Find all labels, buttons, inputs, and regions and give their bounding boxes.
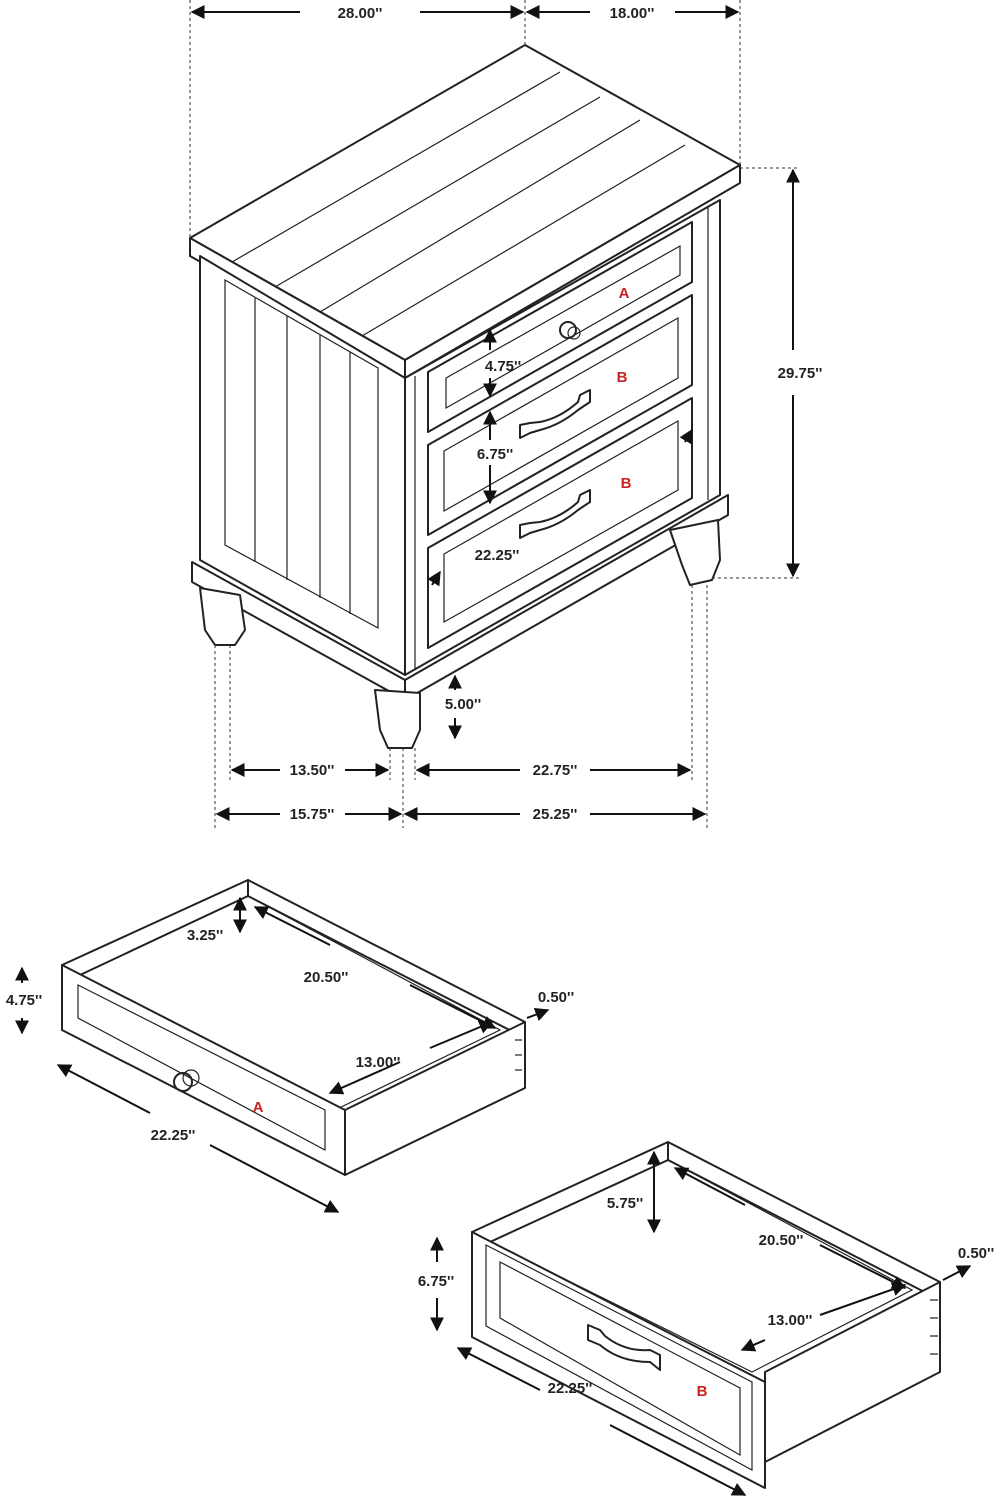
- label-drawer-front-width: 22.25'': [475, 547, 520, 564]
- label-front-inner: 22.75'': [533, 762, 578, 779]
- label-side-inner: 13.50'': [290, 762, 335, 779]
- letter-b-lower-on-nightstand: B: [621, 475, 632, 492]
- label-overall-depth: 18.00'': [610, 5, 655, 22]
- label-drawer-a-front-width: 22.25'': [151, 1127, 196, 1144]
- leg-front: [374, 689, 421, 749]
- label-drawer-a-interior-width: 13.00'': [356, 1054, 401, 1071]
- side-grooves: [254, 298, 351, 614]
- label-drawer-b-front-height: 6.75'': [418, 1273, 454, 1290]
- drawer-a-detail-knob-icon: [173, 1072, 193, 1092]
- label-overall-width: 28.00'': [338, 5, 383, 22]
- nightstand-labels: 28.00'' 18.00'' 29.75'' 4.75'' 6.75'' 22…: [290, 5, 823, 823]
- letter-b-upper-on-nightstand: B: [617, 369, 628, 386]
- drawer-a-dovetails: [515, 1039, 522, 1071]
- drawer-b-box-left: [471, 1141, 669, 1243]
- leg-left: [199, 587, 246, 646]
- drawer-b-upper-handle-icon: [519, 389, 591, 439]
- label-drawer-b-front-width: 22.25'': [548, 1380, 593, 1397]
- drawer-a-knob-icon: [559, 321, 577, 339]
- drawer-b-detail-handle-icon: [587, 1324, 661, 1371]
- drawer-b-detail: 5.75'' 6.75'' 20.50'' 0.50'' 13.00'' 22.…: [418, 1141, 994, 1496]
- drawer-b-lower-handle-icon: [519, 489, 591, 539]
- side-inset: [224, 278, 379, 630]
- letter-b-on-detail: B: [697, 1383, 708, 1400]
- drawer-b-box-back: [667, 1141, 941, 1301]
- drawer-a-front-panel: [61, 964, 346, 1176]
- label-drawer-a-front-height: 4.75'': [6, 992, 42, 1009]
- label-drawer-b-side-thickness: 0.50'': [958, 1245, 994, 1262]
- label-front-outer: 25.25'': [533, 806, 578, 823]
- label-drawer-b-depth: 20.50'': [759, 1232, 804, 1249]
- drawer-b-dovetails: [930, 1299, 938, 1355]
- leg-right: [669, 519, 721, 586]
- label-drawer-a-depth: 20.50'': [304, 969, 349, 986]
- nightstand-dimension-arrows: [190, 5, 800, 821]
- label-drawer-a-height: 4.75'': [485, 358, 521, 375]
- drawer-a-box-back: [247, 879, 526, 1039]
- legs: [199, 519, 721, 749]
- drawer-a-detail: 3.25'' 4.75'' 20.50'' 0.50'' 13.00'' 22.…: [6, 879, 574, 1213]
- label-drawer-b-height: 6.75'': [477, 446, 513, 463]
- letter-a-on-detail: A: [253, 1099, 264, 1116]
- letter-a-on-nightstand: A: [619, 285, 630, 302]
- label-side-outer: 15.75'': [290, 806, 335, 823]
- label-drawer-a-side-thickness: 0.50'': [538, 989, 574, 1006]
- drawer-b-box-right: [764, 1281, 941, 1463]
- label-overall-height: 29.75'': [778, 365, 823, 382]
- drawer-b-front-panel: [471, 1231, 766, 1489]
- top-right-edge: [404, 164, 741, 379]
- extension-lines: [189, 0, 800, 828]
- nightstand-drawing: [189, 44, 741, 749]
- label-drawer-b-interior-width: 13.00'': [768, 1312, 813, 1329]
- label-leg-height: 5.00'': [445, 696, 481, 713]
- plank-lines: [231, 71, 686, 337]
- label-drawer-a-interior-height: 3.25'': [187, 927, 223, 944]
- label-drawer-b-interior-height: 5.75'': [607, 1195, 643, 1212]
